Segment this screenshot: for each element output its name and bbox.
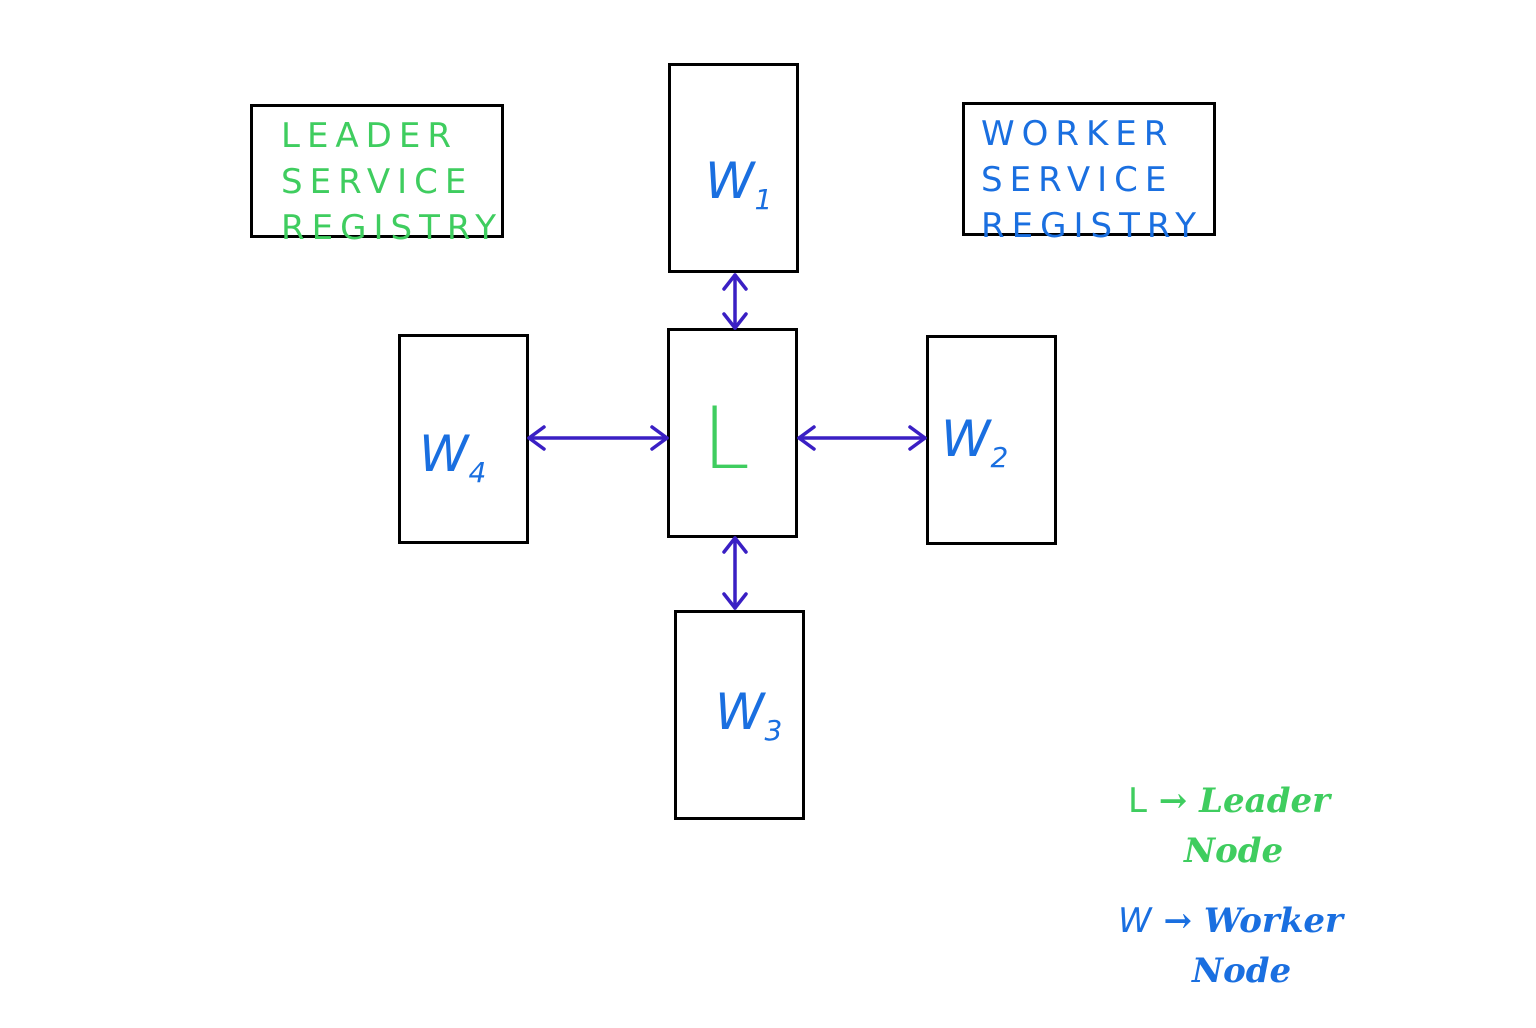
worker-node-w4-label: W4 xyxy=(419,425,487,489)
legend-leader-key: L xyxy=(1128,781,1147,821)
worker-service-registry-label: WORKER SERVICE REGISTRY xyxy=(981,114,1204,246)
legend-worker-line2: Node xyxy=(1192,951,1292,991)
worker-node-w1-label: W1 xyxy=(705,152,773,216)
worker-node-w1: W1 xyxy=(668,63,799,273)
worker-node-w3-label: W3 xyxy=(715,683,783,747)
worker-node-w2: W2 xyxy=(926,335,1057,545)
arrow-leader-w3 xyxy=(722,536,748,610)
leader-node: L xyxy=(667,328,798,538)
legend-worker-text: Worker xyxy=(1203,901,1343,941)
legend-worker-arrow: → xyxy=(1163,901,1192,941)
worker-node-w3: W3 xyxy=(674,610,805,820)
leader-service-registry-box: LEADER SERVICE REGISTRY xyxy=(250,104,504,248)
arrow-leader-w1 xyxy=(722,273,748,330)
legend-leader-line2: Node xyxy=(1184,831,1284,871)
arrow-leader-w2 xyxy=(797,425,927,451)
worker-service-registry-box: WORKER SERVICE REGISTRY xyxy=(962,102,1216,246)
legend-leader-line1: L → Leader xyxy=(1128,776,1330,826)
legend-worker-key: W xyxy=(1118,901,1152,941)
legend-worker-line1: W → Worker xyxy=(1118,896,1343,946)
legend-leader-arrow: → xyxy=(1158,781,1188,821)
leader-node-label: L xyxy=(702,389,750,489)
worker-node-w4: W4 xyxy=(398,334,529,544)
arrow-leader-w4 xyxy=(527,425,669,451)
worker-node-w2-label: W2 xyxy=(941,410,1009,474)
leader-service-registry-label: LEADER SERVICE REGISTRY xyxy=(281,116,504,248)
legend-leader-text: Leader xyxy=(1199,781,1331,821)
